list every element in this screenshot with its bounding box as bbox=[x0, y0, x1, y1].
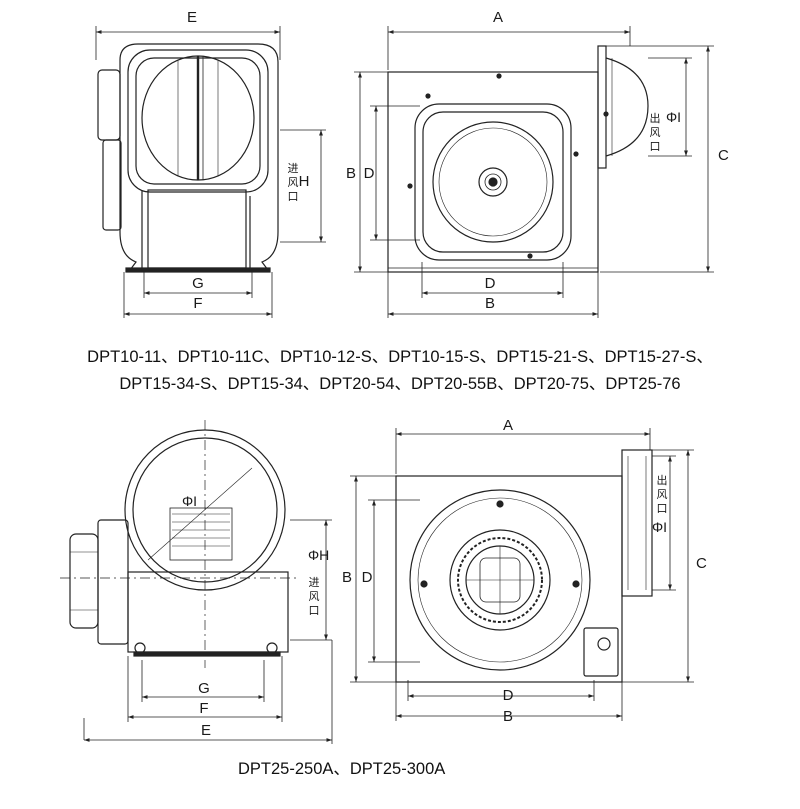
bottom-side-dim-PhiI: ΦI bbox=[652, 519, 667, 535]
top-side-outlet-3: 口 bbox=[650, 141, 661, 153]
top-side-dim-B: B bbox=[485, 295, 495, 312]
top-side-view bbox=[387, 45, 649, 273]
bottom-side-dimensions bbox=[350, 428, 694, 721]
bottom-side-dim-B-left: B bbox=[342, 569, 352, 586]
top-front-dim-F: F bbox=[193, 295, 202, 312]
top-front-dimensions bbox=[95, 26, 326, 318]
top-side-dim-D: D bbox=[485, 275, 496, 292]
bottom-side-dim-B: B bbox=[503, 708, 513, 725]
bottom-side-dim-A: A bbox=[503, 417, 513, 434]
top-front-dim-H: H bbox=[299, 173, 310, 190]
bottom-front-dimensions bbox=[83, 519, 333, 744]
bottom-front-dim-E: E bbox=[201, 722, 211, 739]
top-side-dim-PhiI: ΦI bbox=[666, 109, 681, 125]
bottom-side-outlet-2: 风 bbox=[657, 488, 668, 501]
bottom-side-dim-D: D bbox=[503, 687, 514, 704]
top-side-dim-D-left: D bbox=[364, 165, 375, 182]
bottom-front-dim-G: G bbox=[198, 680, 210, 697]
bottom-front-inlet-1: 进 bbox=[309, 576, 320, 589]
bottom-side-dim-C: C bbox=[696, 555, 707, 572]
caption-top-line-2: DPT15-34-S、DPT15-34、DPT20-54、DPT20-55B、D… bbox=[119, 375, 681, 393]
bottom-front-dim-PhiI: ΦI bbox=[182, 493, 197, 509]
top-front-inlet-1: 进 bbox=[288, 162, 299, 175]
bottom-front-view bbox=[60, 420, 300, 668]
top-front-dim-G: G bbox=[192, 275, 204, 292]
bottom-side-dim-D-left: D bbox=[362, 569, 373, 586]
caption-bottom: DPT25-250A、DPT25-300A bbox=[238, 760, 446, 778]
top-front-view bbox=[97, 43, 279, 273]
top-front-inlet-3: 口 bbox=[288, 191, 299, 203]
bottom-front-inlet-2: 风 bbox=[309, 590, 320, 603]
top-side-dim-C: C bbox=[718, 147, 729, 164]
top-side-dimensions bbox=[354, 26, 714, 318]
bottom-side-outlet-3: 口 bbox=[657, 503, 668, 515]
top-side-dim-B-left: B bbox=[346, 165, 356, 182]
bottom-front-dim-F: F bbox=[199, 700, 208, 717]
top-side-outlet-1: 出 bbox=[650, 111, 661, 125]
bottom-side-view bbox=[395, 449, 653, 683]
bottom-front-dim-PhiH: ΦH bbox=[308, 547, 329, 563]
bottom-side-outlet-1: 出 bbox=[657, 473, 668, 487]
top-front-dim-E: E bbox=[187, 9, 197, 26]
bottom-front-inlet-3: 口 bbox=[309, 605, 320, 617]
top-side-dim-A: A bbox=[493, 9, 503, 26]
top-front-inlet-2: 风 bbox=[288, 176, 299, 189]
caption-top-line-1: DPT10-11、DPT10-11C、DPT10-12-S、DPT10-15-S… bbox=[87, 348, 713, 366]
top-side-outlet-2: 风 bbox=[650, 126, 661, 139]
